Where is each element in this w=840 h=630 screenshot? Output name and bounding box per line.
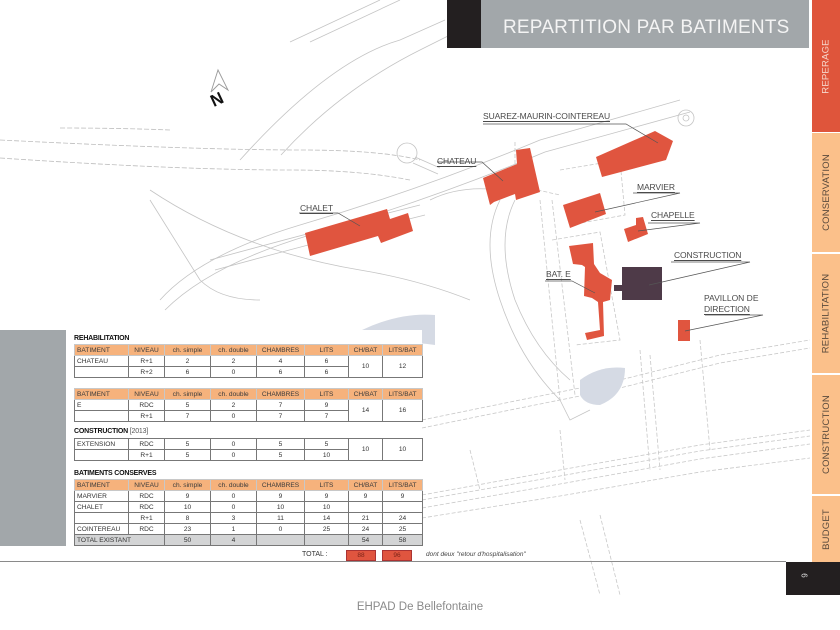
building-chalet — [305, 209, 413, 256]
footer — [0, 595, 840, 630]
north-arrow-icon — [210, 68, 230, 93]
title-accent-block — [447, 0, 481, 48]
tab-rehabilitation[interactable]: REHABILITATION — [812, 254, 840, 373]
tab-budget-label: BUDGET — [820, 508, 832, 550]
site-map — [0, 0, 811, 595]
tab-conservation[interactable]: CONSERVATION — [812, 133, 840, 252]
construction-year: [2013] — [129, 428, 149, 435]
page-title: REPARTITION PAR BATIMENTS — [503, 17, 790, 38]
grand-total-chambres: 88 — [346, 550, 376, 561]
table-side-panel — [0, 330, 66, 546]
map-label-chateau: CHATEAU — [437, 156, 477, 166]
tab-conservation-label: CONSERVATION — [820, 154, 832, 231]
building-chapelle — [624, 217, 648, 242]
tab-construction-label: CONSTRUCTION — [820, 395, 832, 474]
tab-reperage[interactable]: REPERAGE — [812, 0, 840, 132]
building-pavillon — [678, 320, 690, 341]
map-label-pavillon-2: DIRECTION — [704, 304, 750, 314]
map-label-marvier: MARVIER — [637, 182, 675, 192]
grand-total-note: dont deux "retour d'hospitalisation" — [426, 551, 526, 558]
map-label-pavillon-1: PAVILLON DE — [704, 293, 759, 303]
slide: N CHALET SUAREZ-MAURIN-COINTEREAU CHATEA… — [0, 0, 840, 595]
building-chateau — [483, 148, 540, 205]
map-label-construction: CONSTRUCTION — [674, 250, 742, 260]
map-label-chapelle: CHAPELLE — [651, 210, 695, 220]
map-label-chalet: CHALET — [300, 203, 333, 213]
building-bat-e — [569, 243, 612, 340]
tab-divider — [812, 252, 840, 254]
title-bar: REPARTITION PAR BATIMENTS — [481, 0, 809, 48]
section-title-conserves: BATIMENTS CONSERVES — [74, 470, 157, 477]
section-title-rehabilitation: REHABILITATION — [74, 335, 130, 342]
footer-caption: EHPAD De Bellefontaine — [356, 601, 484, 613]
building-suarez — [596, 131, 673, 177]
grand-total-label: TOTAL : — [302, 551, 328, 558]
tab-budget[interactable]: BUDGET — [812, 496, 840, 562]
bottom-rule — [0, 561, 786, 562]
construction-title: CONSTRUCTION — [74, 428, 128, 435]
section-title-construction: CONSTRUCTION [2013] — [74, 428, 148, 435]
map-label-bat-e: BAT. E — [546, 269, 571, 279]
tab-rehabilitation-label: REHABILITATION — [820, 273, 832, 354]
tab-construction[interactable]: CONSTRUCTION — [812, 375, 840, 494]
building-marvier — [563, 193, 606, 228]
map-label-suarez: SUAREZ-MAURIN-COINTEREAU — [483, 111, 610, 121]
tab-divider — [812, 373, 840, 375]
tab-reperage-label: REPERAGE — [820, 38, 832, 94]
tab-divider — [812, 494, 840, 496]
page-number: 6 — [799, 573, 809, 578]
page-number-box: 6 — [786, 562, 840, 595]
grand-total-lits: 96 — [382, 550, 412, 561]
